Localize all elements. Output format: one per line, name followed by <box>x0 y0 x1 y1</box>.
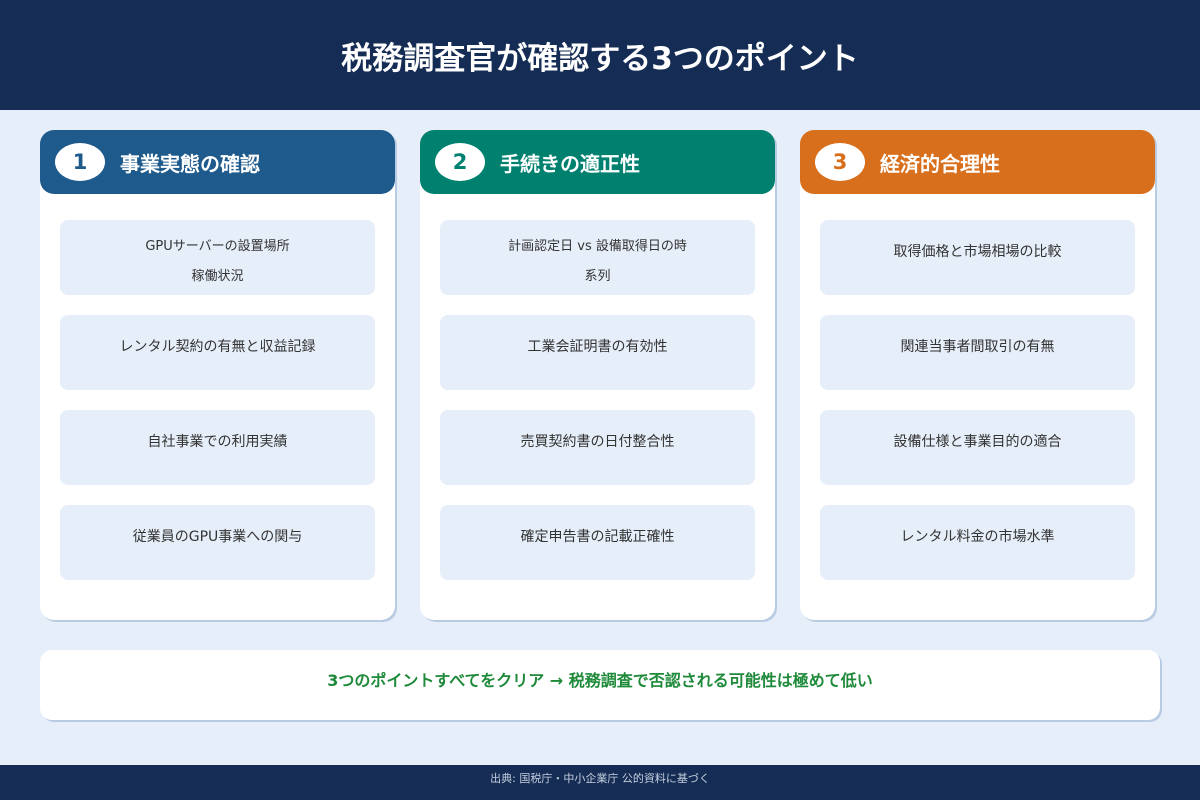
check-item: 計画認定日 vs 設備取得日の時 系列 <box>440 220 755 295</box>
card-title: 手続きの適正性 <box>500 151 640 176</box>
card-procedure-validity: 2 手続きの適正性 計画認定日 vs 設備取得日の時 系列 工業会証明書の有効性… <box>420 130 775 620</box>
check-item: 自社事業での利用実績 <box>60 410 375 485</box>
check-item: 確定申告書の記載正確性 <box>440 505 755 580</box>
check-item-text: 工業会証明書の有効性 <box>527 339 668 355</box>
number-badge: 3 <box>815 143 865 181</box>
check-item-text: 確定申告書の記載正確性 <box>520 529 675 545</box>
check-item-text: レンタル契約の有無と収益記録 <box>119 339 316 355</box>
check-item-line: 稼働状況 <box>191 269 244 284</box>
check-item: レンタル料金の市場水準 <box>820 505 1135 580</box>
page-title: 税務調査官が確認する3つのポイント <box>341 40 859 77</box>
check-item-text: 売買契約書の日付整合性 <box>520 434 675 450</box>
check-item: 工業会証明書の有効性 <box>440 315 755 390</box>
check-item-line: 系列 <box>584 269 611 284</box>
number-badge: 2 <box>435 143 485 181</box>
card-title: 経済的合理性 <box>880 151 1000 176</box>
card-business-reality: 1 事業実態の確認 GPUサーバーの設置場所 稼働状況 レンタル契約の有無と収益… <box>40 130 395 620</box>
check-item: 関連当事者間取引の有無 <box>820 315 1135 390</box>
check-item-text: 従業員のGPU事業への関与 <box>132 529 303 545</box>
check-item: GPUサーバーの設置場所 稼働状況 <box>60 220 375 295</box>
check-item-text: 取得価格と市場相場の比較 <box>893 244 1062 260</box>
footer: 出典: 国税庁・中小企業庁 公的資料に基づく <box>0 765 1200 800</box>
check-item-text: 自社事業での利用実績 <box>147 434 288 450</box>
check-item-text: 関連当事者間取引の有無 <box>900 339 1055 355</box>
card-header: 1 事業実態の確認 <box>40 130 395 194</box>
check-item-line: 計画認定日 vs 設備取得日の時 <box>508 239 687 254</box>
number-badge: 1 <box>55 143 105 181</box>
source-note: 出典: 国税庁・中小企業庁 公的資料に基づく <box>490 772 710 785</box>
summary-text: 3つのポイントすべてをクリア → 税務調査で否認される可能性は極めて低い <box>327 671 873 690</box>
check-item: レンタル契約の有無と収益記録 <box>60 315 375 390</box>
check-item-text: 設備仕様と事業目的の適合 <box>893 434 1062 450</box>
check-item-text: レンタル料金の市場水準 <box>900 529 1055 545</box>
card-header: 2 手続きの適正性 <box>420 130 775 194</box>
check-item: 売買契約書の日付整合性 <box>440 410 755 485</box>
card-economic-rationality: 3 経済的合理性 取得価格と市場相場の比較 関連当事者間取引の有無 設備仕様と事… <box>800 130 1155 620</box>
card-title: 事業実態の確認 <box>120 151 260 176</box>
check-item: 従業員のGPU事業への関与 <box>60 505 375 580</box>
check-item: 設備仕様と事業目的の適合 <box>820 410 1135 485</box>
summary-box: 3つのポイントすべてをクリア → 税務調査で否認される可能性は極めて低い <box>40 650 1160 720</box>
check-item-line: GPUサーバーの設置場所 <box>145 239 290 254</box>
title-banner: 税務調査官が確認する3つのポイント <box>0 0 1200 110</box>
check-item: 取得価格と市場相場の比較 <box>820 220 1135 295</box>
card-header: 3 経済的合理性 <box>800 130 1155 194</box>
